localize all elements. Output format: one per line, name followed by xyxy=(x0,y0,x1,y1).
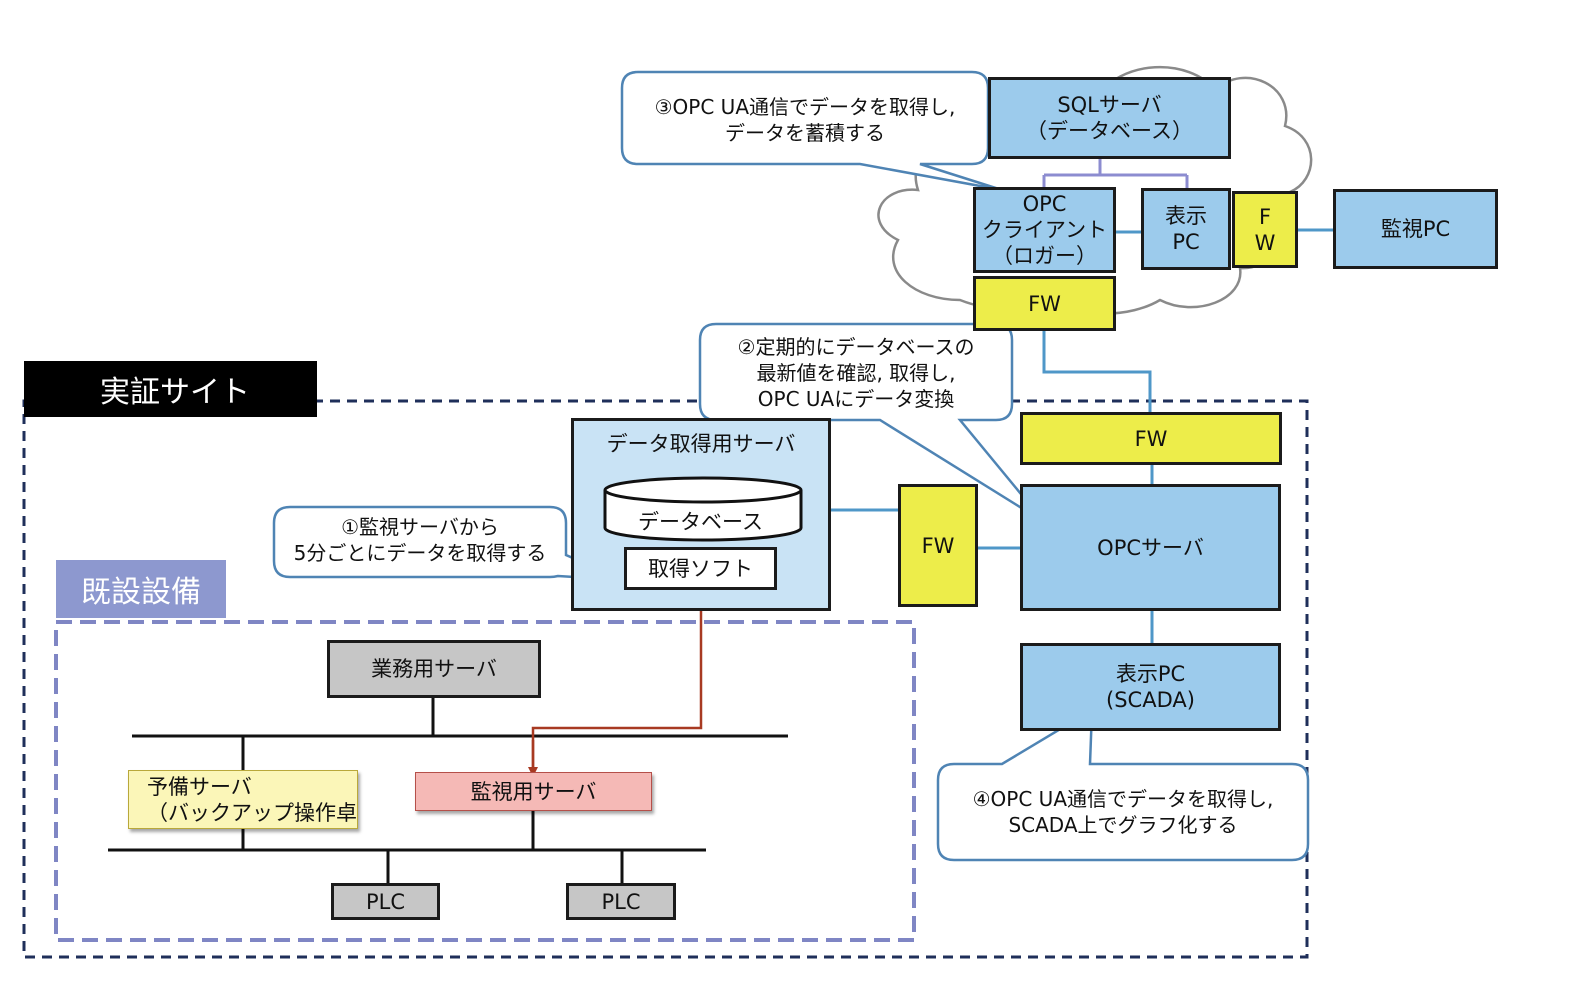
firewall-cloud-side[interactable]: F W xyxy=(1232,191,1298,268)
firewall-middle[interactable]: FW xyxy=(898,484,978,607)
callout-4-bubble xyxy=(936,707,1310,862)
callout-3-bubble xyxy=(620,70,1003,192)
callout-2-bubble xyxy=(698,322,1045,524)
monitor-pc-node[interactable]: 監視PC xyxy=(1333,189,1498,269)
opc-server-node[interactable]: OPCサーバ xyxy=(1020,484,1281,611)
site-region xyxy=(22,399,1309,959)
existing-region xyxy=(54,620,916,942)
data-acquisition-server-title: データ取得用サーバ xyxy=(606,432,796,456)
callout-2-text: ②定期的にデータベースの 最新値を確認, 取得し, OPC UAにデータ変換 xyxy=(737,335,975,411)
callout-1-bubble xyxy=(272,505,625,582)
callout-3-text: ③OPC UA通信でデータを取得し, データを蓄積する xyxy=(654,95,956,145)
existing-equipment-label: 既設設備 xyxy=(56,560,226,618)
display-pc-cloud-node[interactable]: 表示 PC xyxy=(1141,188,1231,270)
plc-node-1[interactable]: PLC xyxy=(331,883,440,920)
database-label: データベース xyxy=(638,510,763,534)
acquire-software-node[interactable]: 取得ソフト xyxy=(624,547,777,590)
display-pc-scada-node[interactable]: 表示PC (SCADA) xyxy=(1020,643,1281,731)
plc-node-2[interactable]: PLC xyxy=(566,883,676,920)
firewall-cloud-bottom[interactable]: FW xyxy=(973,276,1116,331)
callout-4-text: ④OPC UA通信でデータを取得し, SCADA上でグラフ化する xyxy=(972,787,1274,837)
callout-1-text: ①監視サーバから 5分ごとにデータを取得する xyxy=(293,515,547,565)
site-label: 実証サイト xyxy=(24,361,317,417)
firewall-site-top[interactable]: FW xyxy=(1020,412,1282,465)
monitor-server-node[interactable]: 監視用サーバ xyxy=(415,772,652,811)
opc-client-node[interactable]: OPC クライアント （ロガー） xyxy=(973,187,1116,273)
sql-server-node[interactable]: SQLサーバ （データベース） xyxy=(988,77,1231,159)
business-server-node[interactable]: 業務用サーバ xyxy=(327,640,541,698)
backup-server-node[interactable]: 予備サーバ （バックアップ操作卓 xyxy=(128,770,358,829)
